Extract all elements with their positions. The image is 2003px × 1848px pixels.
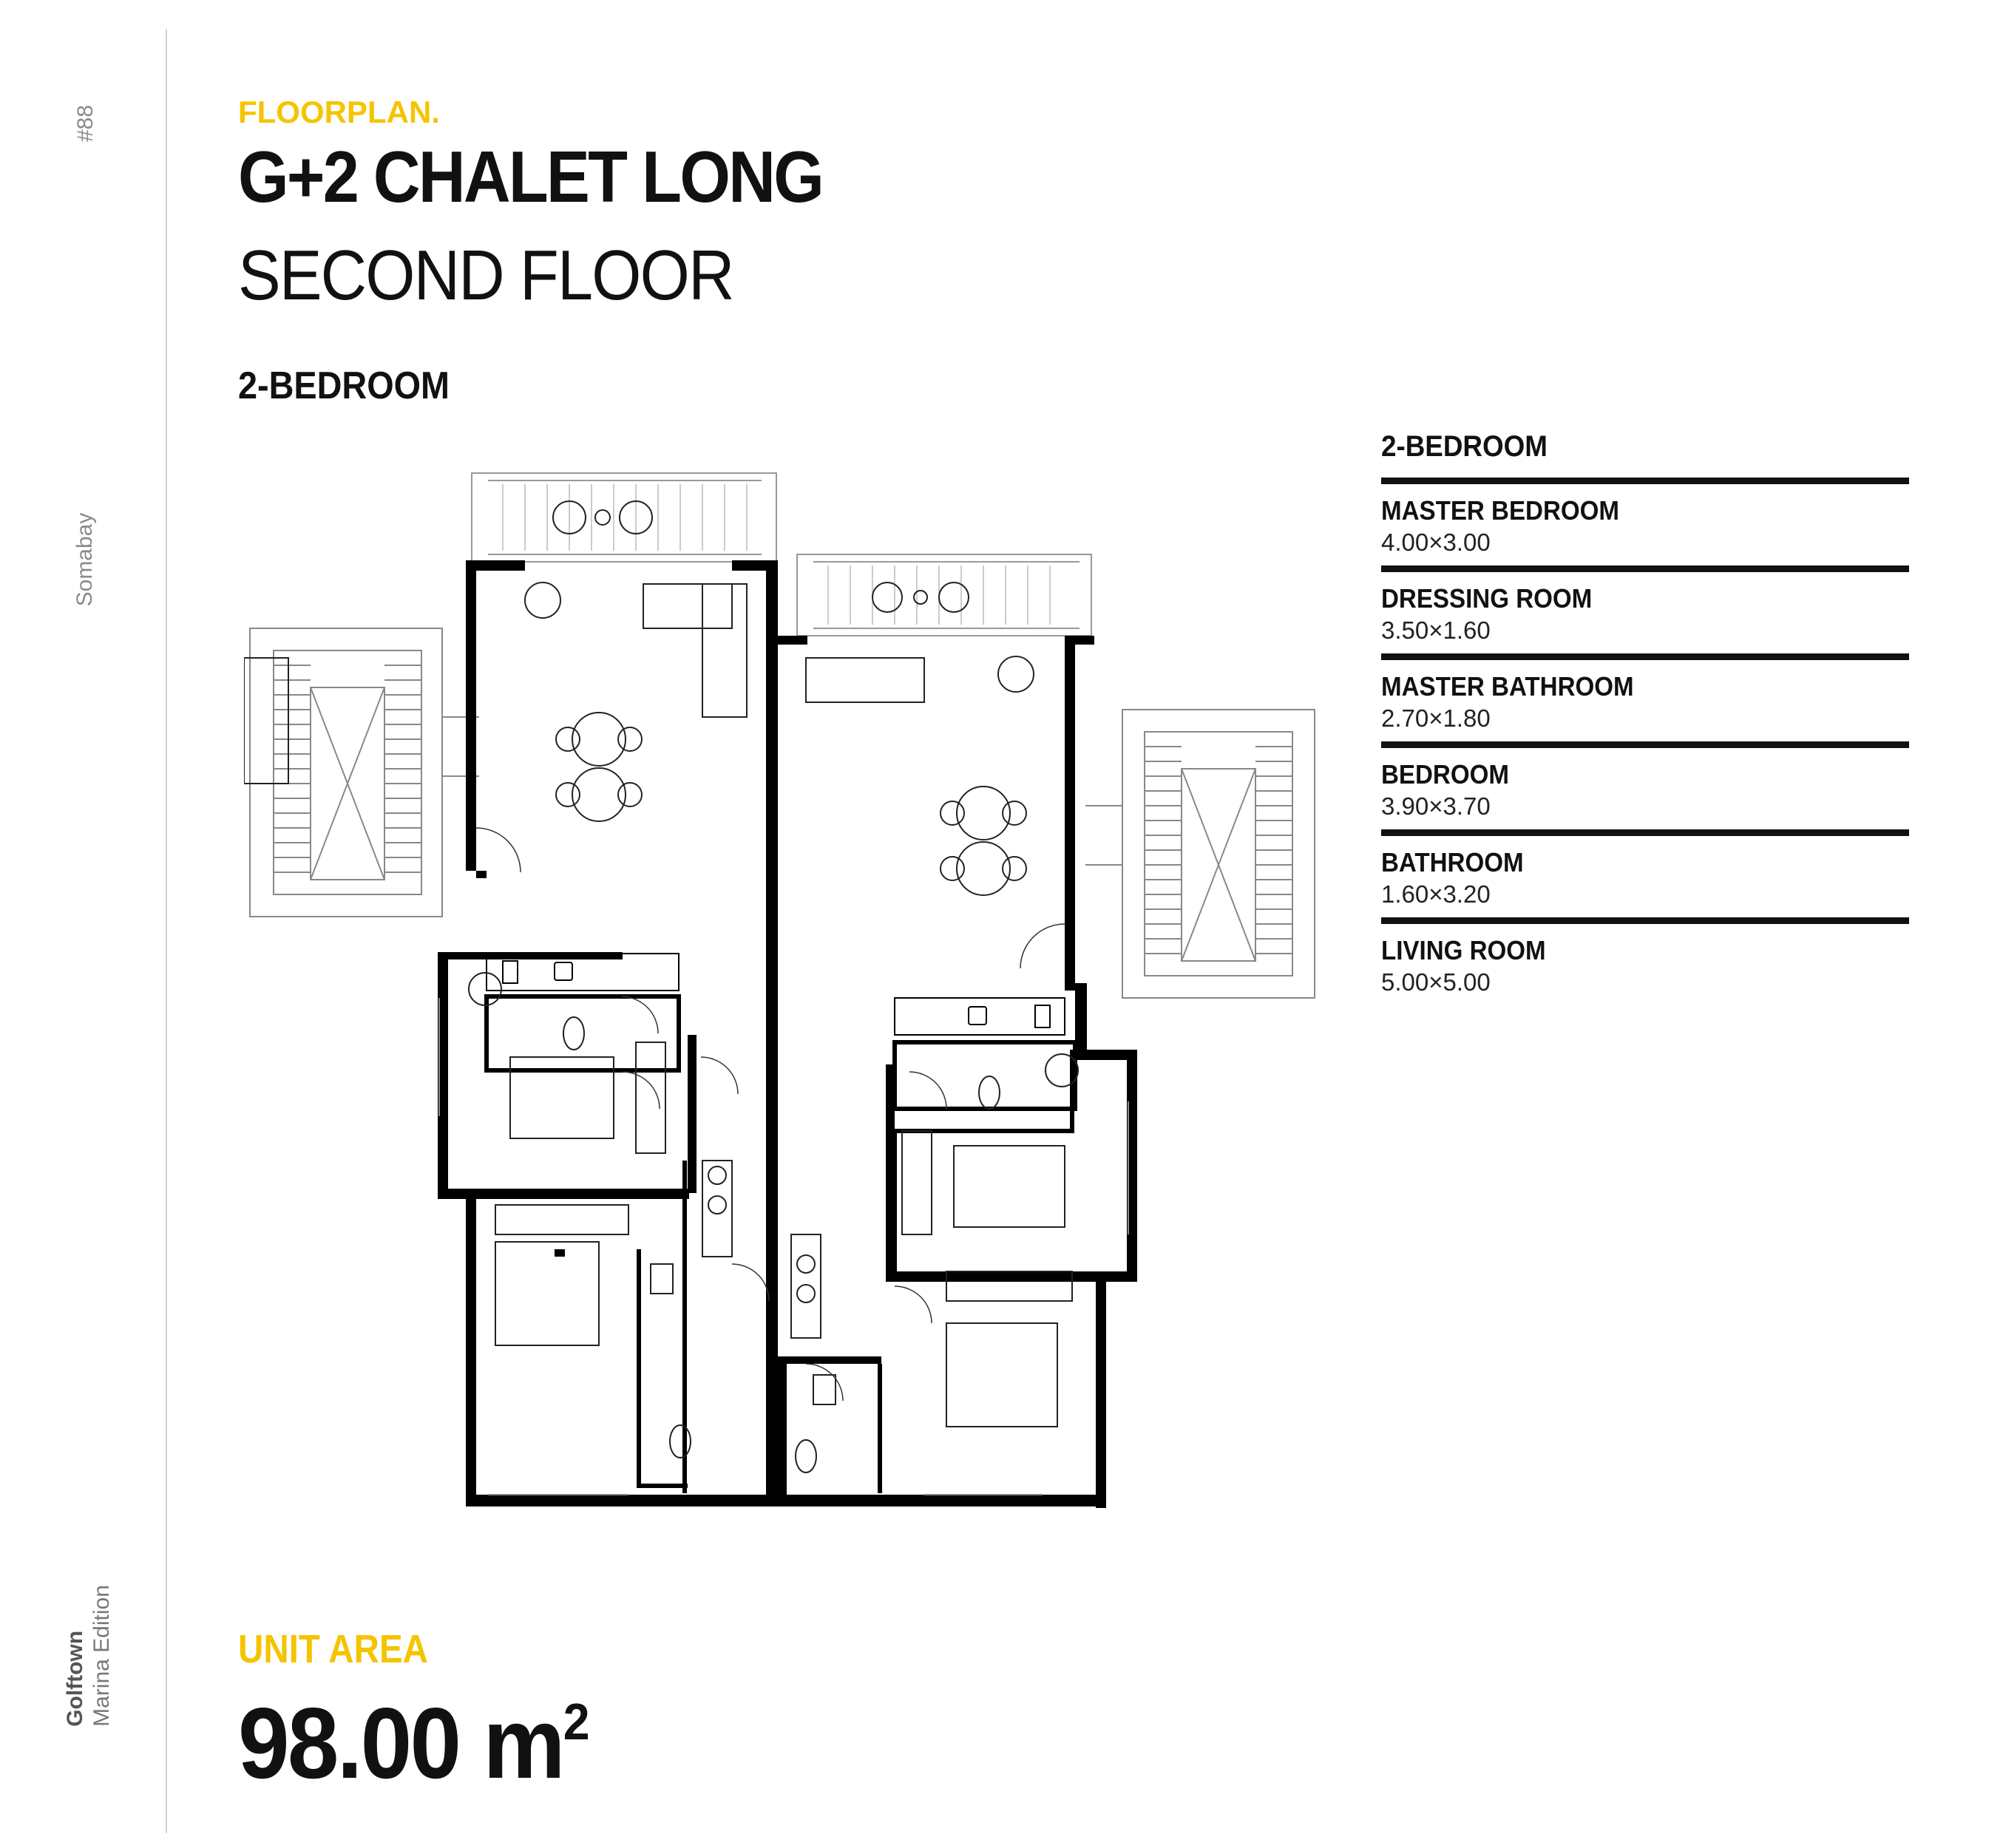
terrace-right [796, 554, 1092, 636]
unit-area-value: 98.00 m2 [238, 1693, 590, 1793]
room-dims: 4.00×3.00 [1381, 529, 1491, 556]
room-dims: 3.50×1.60 [1381, 616, 1491, 644]
spec-item: LIVING ROOM 5.00×5.00 [1381, 917, 1909, 1005]
room-name: MASTER BEDROOM [1381, 495, 1619, 526]
terraces [471, 472, 1092, 636]
location-label: Somabay [72, 512, 97, 607]
doors [475, 827, 1065, 1402]
spec-item: BATHROOM 1.60×3.20 [1381, 829, 1909, 917]
brand-block: Golftown Marina Edition [44, 1545, 133, 1767]
floorplan-drawing [244, 472, 1315, 1508]
spec-item: MASTER BEDROOM 4.00×3.00 [1381, 478, 1909, 565]
brand-name: Golftown [63, 1630, 87, 1727]
page-title: G+2 CHALET LONG [238, 136, 824, 217]
page-subtitle: SECOND FLOOR [238, 236, 734, 315]
page-number: #88 [73, 104, 98, 143]
sidebar-divider [166, 30, 167, 1833]
terrace-slats [502, 484, 1051, 625]
area-superscript: 2 [563, 1693, 590, 1750]
kitchen-left [486, 953, 679, 991]
brand-edition: Marina Edition [89, 1585, 114, 1727]
room-name: LIVING ROOM [1381, 935, 1546, 965]
spec-item: DRESSING ROOM 3.50×1.60 [1381, 565, 1909, 653]
staircase-left [249, 628, 479, 917]
room-name: MASTER BATHROOM [1381, 671, 1634, 702]
room-dims: 1.60×3.20 [1381, 880, 1491, 908]
room-dims: 3.90×3.70 [1381, 792, 1491, 820]
unit-area-label: UNIT AREA [238, 1627, 428, 1671]
walls [438, 560, 1137, 1508]
room-spec-table: 2-BEDROOM MASTER BEDROOM 4.00×3.00 DRESS… [1381, 430, 1909, 1005]
terrace-left [471, 472, 777, 563]
room-name: BEDROOM [1381, 759, 1509, 789]
partitions [484, 994, 1077, 1493]
unit-type: 2-BEDROOM [238, 364, 450, 407]
room-name: BATHROOM [1381, 847, 1524, 877]
kitchen-right [894, 997, 1065, 1036]
room-dims: 5.00×5.00 [1381, 968, 1491, 996]
staircase-right [1085, 709, 1315, 999]
spec-heading: 2-BEDROOM [1381, 430, 1548, 463]
room-dims: 2.70×1.80 [1381, 704, 1491, 732]
room-name: DRESSING ROOM [1381, 583, 1593, 614]
section-eyebrow: FLOORPLAN. [238, 95, 440, 129]
area-number: 98.00 m [238, 1687, 566, 1799]
spec-item: MASTER BATHROOM 2.70×1.80 [1381, 653, 1909, 741]
windows [438, 998, 1129, 1495]
spec-item: BEDROOM 3.90×3.70 [1381, 741, 1909, 829]
furniture [244, 500, 1079, 1473]
